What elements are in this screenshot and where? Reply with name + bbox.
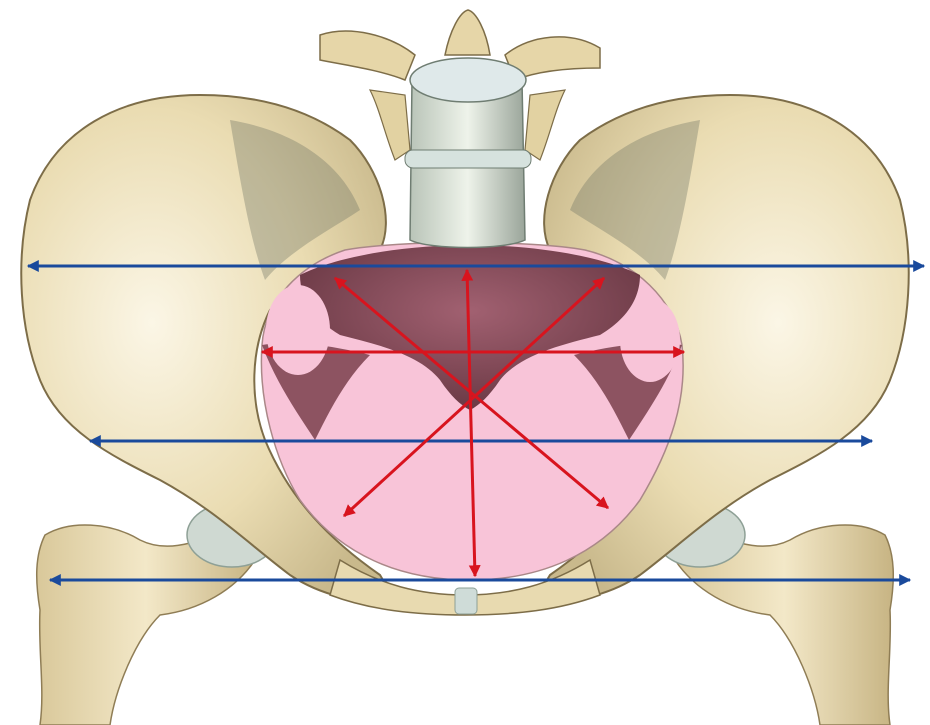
pubic-symphysis bbox=[455, 588, 477, 614]
left-notch bbox=[266, 285, 330, 375]
right-notch bbox=[620, 298, 680, 382]
